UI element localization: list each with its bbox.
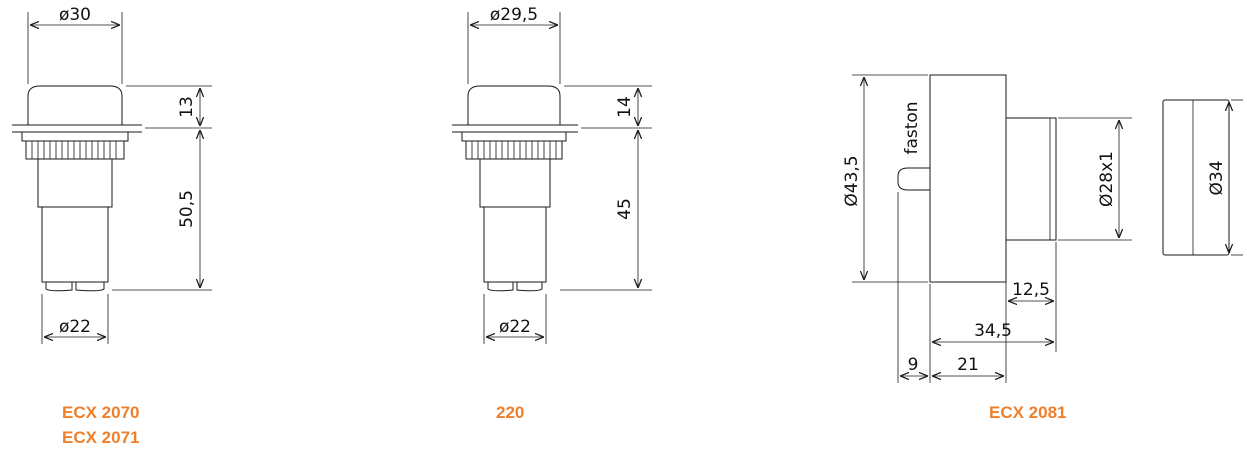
caption-line: ECX 2070 (62, 403, 140, 422)
dim-body-length: 21 (957, 355, 979, 375)
lamp-body (479, 158, 551, 208)
lamp-socket (41, 206, 109, 283)
knurl-hatch (471, 141, 557, 159)
boss (1005, 117, 1057, 241)
caption-line: ECX 2071 (62, 428, 140, 447)
dim-cap-diameter: Ø34 (1207, 160, 1227, 195)
drawing-ecx-2070: ø30 13 50,5 ø22 (12, 5, 212, 344)
dim-body-height: 50,5 (177, 190, 197, 228)
terminals (487, 282, 543, 292)
dim-terminal-offset: 9 (908, 355, 919, 375)
dim-boss-length: 12,5 (1012, 280, 1050, 300)
dim-cap-height: 13 (177, 96, 197, 118)
lamp-socket (483, 206, 547, 283)
knurl-hatch (31, 141, 117, 159)
faston-tab (897, 167, 930, 191)
caption-line: ECX 2081 (989, 403, 1067, 422)
dim-total-length: 34,5 (974, 321, 1012, 341)
caption-220: 220 (496, 400, 524, 425)
housing (929, 74, 1007, 283)
dim-top-diameter: ø29,5 (490, 5, 538, 25)
dim-top-diameter: ø30 (59, 5, 91, 25)
dim-base-diameter: ø22 (499, 317, 531, 337)
lamp-body (37, 158, 113, 208)
dim-cap-height: 14 (615, 96, 635, 118)
drawing-220: ø29,5 14 45 ø22 (452, 5, 652, 344)
knurled-nut (25, 140, 125, 160)
drawing-ecx-2081: faston Ø43,5 Ø28x1 Ø34 12,5 34,5 9 21 (842, 74, 1243, 383)
dim-boss-diameter: Ø28x1 (1097, 151, 1117, 207)
dim-outer-diameter: Ø43,5 (842, 155, 862, 206)
washer (21, 131, 129, 142)
dim-base-diameter: ø22 (59, 317, 91, 337)
washer (461, 131, 567, 142)
faston-label: faston (902, 101, 922, 154)
caption-line: 220 (496, 403, 525, 422)
terminals (45, 282, 105, 292)
lamp-cap (27, 85, 123, 125)
caption-ecx-2070: ECX 2070 ECX 2071 (62, 400, 140, 450)
lamp-cap (467, 85, 561, 125)
dim-body-height: 45 (615, 198, 635, 220)
caption-ecx-2081: ECX 2081 (989, 400, 1067, 425)
